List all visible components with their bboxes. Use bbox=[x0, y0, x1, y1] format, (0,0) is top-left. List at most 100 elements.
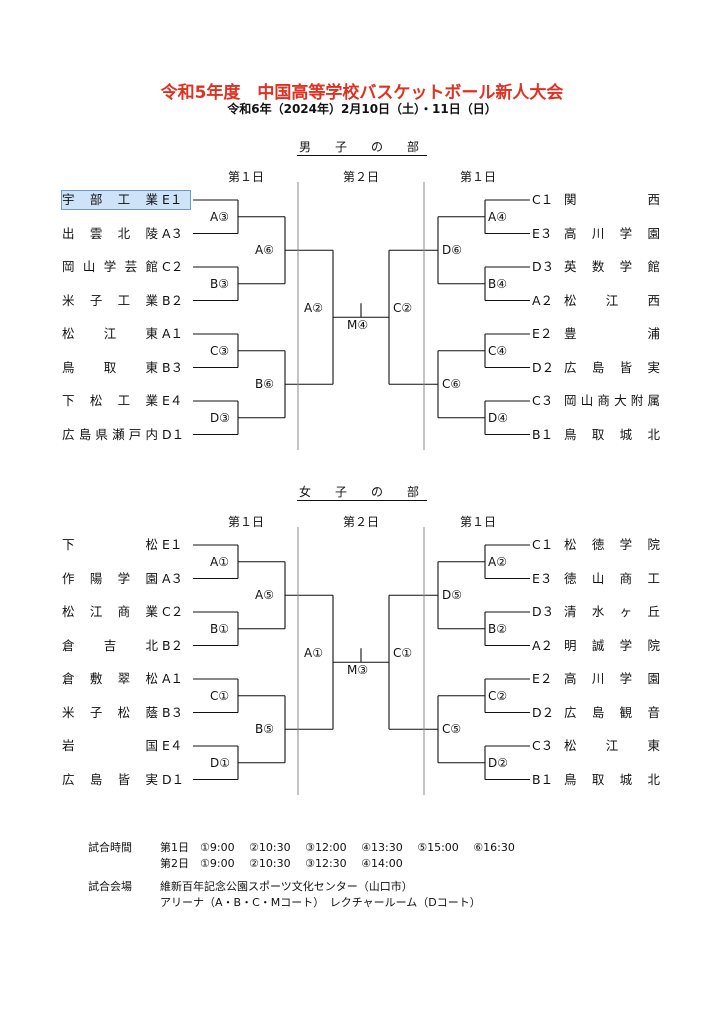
team-seed: E１ bbox=[162, 537, 183, 552]
team-seed: E４ bbox=[162, 738, 183, 753]
document-title: 令和5年度 中国高等学校バスケットボール新人大会 bbox=[160, 83, 564, 103]
team-seed: C３ bbox=[532, 738, 554, 753]
team-seed: B１ bbox=[532, 771, 554, 787]
match-label-right-r1: B② bbox=[487, 621, 508, 636]
team-seed: B２ bbox=[162, 637, 184, 653]
team-row-right[interactable]: E２ 豊浦 bbox=[532, 325, 660, 343]
day1-label-right: 第１日 bbox=[459, 170, 496, 184]
day1-label-right: 第１日 bbox=[459, 515, 496, 529]
team-name: 倉敷翠松 bbox=[62, 671, 158, 686]
match-label-right-r1: C④ bbox=[487, 343, 509, 358]
match-label-right-semi: C② bbox=[392, 301, 414, 316]
team-seed: E１ bbox=[162, 192, 183, 207]
match-label-left-r1: A① bbox=[209, 554, 230, 569]
team-seed: E４ bbox=[162, 393, 183, 408]
team-row-left[interactable]: 松江商業 C２ bbox=[62, 603, 190, 621]
team-row-right[interactable]: C３ 松江東 bbox=[532, 737, 660, 755]
team-seed: E３ bbox=[532, 570, 553, 586]
match-label-right-r1: A② bbox=[487, 554, 508, 569]
team-row-right[interactable]: B１ 鳥取城北 bbox=[532, 426, 660, 444]
match-label-right-r1: C② bbox=[487, 688, 509, 703]
team-seed: C１ bbox=[532, 537, 554, 552]
team-name: 広島皆実 bbox=[564, 359, 660, 375]
day1-label-left: 第１日 bbox=[227, 170, 264, 184]
team-seed: A３ bbox=[162, 570, 184, 586]
day2-label: 第２日 bbox=[342, 170, 379, 184]
match-label-left-r2: B⑥ bbox=[254, 377, 275, 392]
team-name: 豊浦 bbox=[564, 326, 660, 341]
times-day2: 第2日 ①9:00 ②10:30 ③12:30 ④14:00 bbox=[160, 857, 403, 870]
day1-label-left: 第１日 bbox=[227, 515, 264, 529]
team-name: 出雲北陵 bbox=[62, 225, 158, 241]
team-name: 松江商業 bbox=[62, 604, 158, 619]
team-name: 米子工業 bbox=[62, 292, 158, 308]
team-name: 広島県瀬戸内 bbox=[62, 426, 158, 442]
event-date: 令和6年（2024年）2月10日（土）・11日（日） bbox=[227, 102, 497, 116]
team-name: 松江東 bbox=[564, 738, 660, 753]
match-label-left-r1: B① bbox=[209, 621, 230, 636]
team-name: 広島皆実 bbox=[62, 771, 158, 787]
times-day1: 第1日 ①9:00 ②10:30 ③12:00 ④13:30 ⑤15:00 ⑥1… bbox=[160, 841, 515, 854]
venue-line2: アリーナ（A・B・C・Mコート） レクチャールーム（Dコート） bbox=[160, 896, 481, 909]
team-name: 鳥取城北 bbox=[564, 426, 660, 442]
team-seed: E２ bbox=[532, 326, 553, 341]
team-name: 作陽学園 bbox=[62, 570, 158, 586]
team-name: 徳山商工 bbox=[564, 570, 660, 586]
team-seed: A２ bbox=[532, 292, 554, 308]
team-seed: D３ bbox=[532, 604, 555, 619]
section-heading-text: 男 子 の 部 bbox=[296, 140, 427, 156]
team-seed: A１ bbox=[162, 326, 184, 341]
team-row-right[interactable]: C１ 松徳学院 bbox=[532, 536, 660, 554]
match-label-final: M④ bbox=[346, 318, 370, 333]
section-heading-text: 女 子 の 部 bbox=[296, 485, 427, 501]
section-heading: 男 子 の 部 bbox=[0, 138, 724, 156]
match-label-left-r1: C③ bbox=[209, 343, 231, 358]
bracket-path bbox=[193, 544, 530, 781]
team-seed: B２ bbox=[162, 292, 184, 308]
team-seed: C２ bbox=[162, 604, 184, 619]
match-label-left-r2: A⑤ bbox=[254, 588, 275, 603]
section-heading: 女 子 の 部 bbox=[0, 483, 724, 501]
team-seed: B３ bbox=[162, 704, 184, 720]
team-row-right[interactable]: E３ 徳山商工 bbox=[532, 570, 660, 588]
match-label-left-semi: A② bbox=[303, 301, 324, 316]
match-label-left-r1: A③ bbox=[209, 209, 230, 224]
match-label-right-r2: C⑤ bbox=[441, 722, 463, 737]
team-name: 松徳学院 bbox=[564, 537, 660, 552]
match-label-left-r1: D① bbox=[209, 755, 231, 770]
match-label-left-semi: A① bbox=[303, 646, 324, 661]
team-seed: E２ bbox=[532, 671, 553, 686]
team-seed: A３ bbox=[162, 225, 184, 241]
team-name: 岡山学芸館 bbox=[62, 259, 158, 274]
team-seed: B１ bbox=[532, 426, 554, 442]
team-name: 明誠学院 bbox=[564, 637, 660, 653]
match-label-right-r1: D④ bbox=[487, 410, 509, 425]
